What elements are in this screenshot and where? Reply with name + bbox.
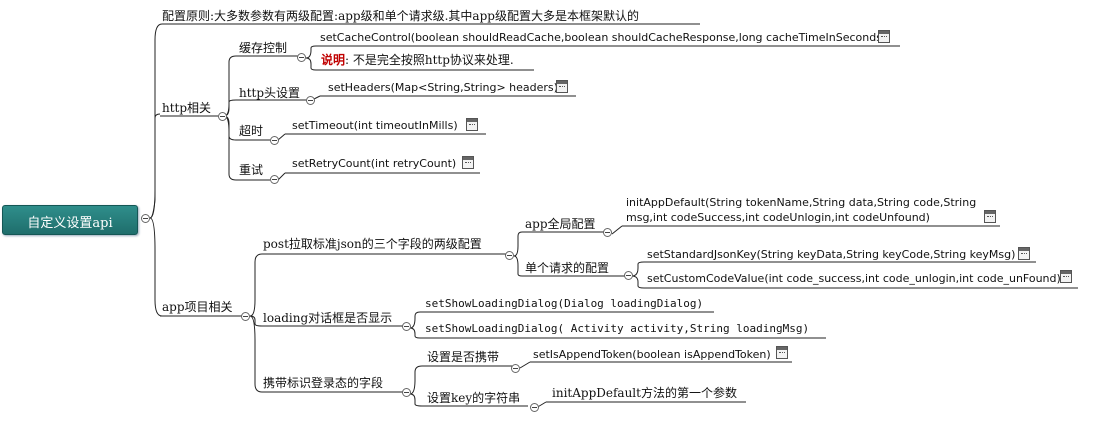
carry-node[interactable]: 设置是否携带 [427, 350, 500, 364]
timeout-node[interactable]: 超时 [239, 124, 264, 138]
single-method2[interactable]: setCustomCodeValue(int code_success,int … [647, 272, 1061, 285]
note-text: : 不是完全按照http协议来处理. [345, 53, 514, 67]
collapse-icon[interactable] [270, 136, 279, 145]
collapse-icon[interactable] [511, 364, 520, 373]
single-config-node[interactable]: 单个请求的配置 [525, 261, 610, 275]
carry-method[interactable]: setIsAppendToken(boolean isAppendToken) [533, 348, 771, 361]
collapse-icon[interactable] [270, 175, 279, 184]
timeout-method[interactable]: setTimeout(int timeoutInMills) [292, 119, 458, 132]
headers-method[interactable]: setHeaders(Map<String,String> headers) [328, 81, 558, 94]
global-method-line1[interactable]: initAppDefault(String tokenName,String d… [626, 196, 977, 209]
token-node[interactable]: 携带标识登录态的字段 [263, 376, 384, 390]
collapse-icon[interactable] [218, 112, 227, 121]
retry-node[interactable]: 重试 [239, 163, 264, 177]
collapse-icon[interactable] [241, 312, 250, 321]
note-icon[interactable] [1060, 270, 1072, 283]
global-method-line2[interactable]: msg,int codeSuccess,int codeUnlogin,int … [626, 211, 930, 224]
note-icon[interactable] [462, 156, 474, 169]
loading-method2[interactable]: setShowLoadingDialog( Activity activity,… [425, 322, 810, 335]
collapse-icon[interactable] [603, 228, 612, 237]
key-node[interactable]: 设置key的字符串 [427, 391, 521, 405]
key-method[interactable]: initAppDefault方法的第一个参数 [552, 386, 737, 400]
app-node[interactable]: app项目相关 [162, 300, 233, 314]
collapse-icon[interactable] [297, 53, 306, 62]
note-icon[interactable] [776, 346, 788, 359]
headers-node[interactable]: http头设置 [239, 86, 301, 100]
collapse-icon[interactable] [141, 214, 150, 223]
root-node[interactable]: 自定义设置api [2, 205, 138, 235]
note-icon[interactable] [878, 30, 890, 43]
root-node-label: 自定义设置api [27, 216, 113, 231]
principle-node[interactable]: 配置原则:大多数参数有两级配置:app级和单个请求级.其中app级配置大多是本框… [162, 9, 639, 23]
cache-note: 说明: 不是完全按照http协议来处理. [321, 53, 514, 67]
collapse-icon[interactable] [530, 403, 539, 412]
collapse-icon[interactable] [306, 96, 315, 105]
note-icon[interactable] [1018, 247, 1030, 260]
loading-node[interactable]: loading对话框是否显示 [263, 311, 393, 325]
cache-method[interactable]: setCacheControl(boolean shouldReadCache,… [320, 31, 887, 44]
note-icon[interactable] [466, 118, 478, 131]
note-icon[interactable] [556, 80, 568, 93]
note-label: 说明 [321, 53, 346, 67]
note-icon[interactable] [984, 210, 996, 223]
single-method1[interactable]: setStandardJsonKey(String keyData,String… [647, 248, 1016, 261]
global-config-node[interactable]: app全局配置 [525, 217, 596, 231]
collapse-icon[interactable] [402, 322, 411, 331]
post-node[interactable]: post拉取标准json的三个字段的两级配置 [263, 237, 482, 251]
loading-method1[interactable]: setShowLoadingDialog(Dialog loadingDialo… [425, 297, 704, 310]
collapse-icon[interactable] [624, 271, 633, 280]
collapse-icon[interactable] [505, 251, 514, 260]
cache-node[interactable]: 缓存控制 [239, 41, 288, 55]
http-node[interactable]: http相关 [162, 101, 212, 115]
retry-method[interactable]: setRetryCount(int retryCount) [292, 157, 457, 170]
collapse-icon[interactable] [402, 388, 411, 397]
